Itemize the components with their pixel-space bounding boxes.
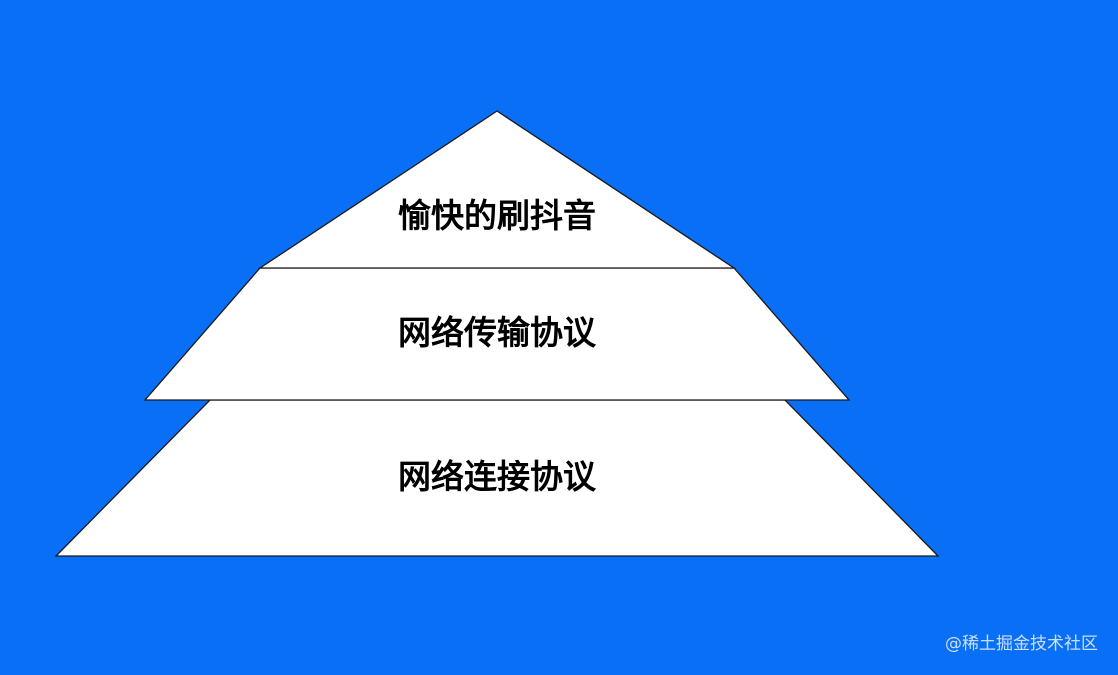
pyramid-layer-top (257, 110, 737, 269)
watermark: @稀土掘金技术社区 (945, 634, 1098, 654)
layer-label-middle: 网络传输协议 (398, 313, 596, 352)
layer-label-bottom: 网络连接协议 (398, 457, 596, 496)
layer-label-top: 愉快的刷抖音 (398, 196, 596, 235)
